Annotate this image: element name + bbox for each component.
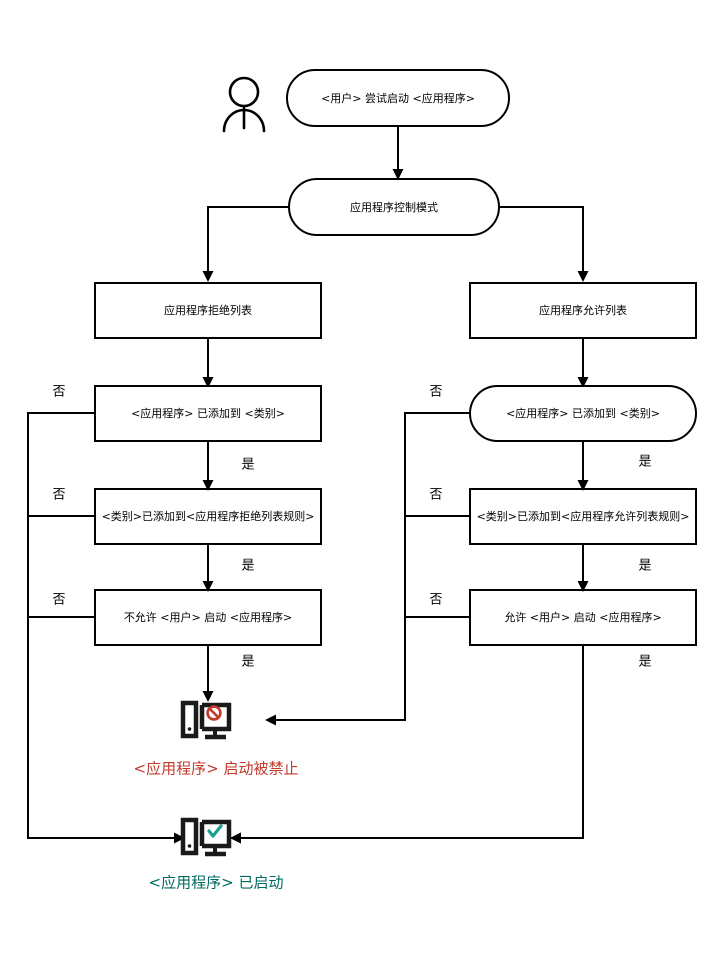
node-deny-category-label: <应用程序> 已添加到 <类别> — [131, 406, 285, 420]
node-allow-rule[interactable]: <类别>已添加到<应用程序允许列表规则> — [469, 488, 697, 545]
edge-mode-to-denylist — [202, 206, 289, 282]
node-allow-rule-label: <类别>已添加到<应用程序允许列表规则> — [477, 509, 690, 523]
node-mode[interactable]: 应用程序控制模式 — [288, 178, 500, 236]
node-allowlist-label: 应用程序允许列表 — [539, 303, 627, 317]
node-deny-category[interactable]: <应用程序> 已添加到 <类别> — [94, 385, 322, 442]
node-allow-start[interactable]: 允许 <用户> 启动 <应用程序> — [469, 589, 697, 646]
blocked-outcome-label: <应用程序> 启动被禁止 — [134, 760, 299, 778]
node-start-label: <用户> 尝试启动 <应用程序> — [321, 91, 475, 105]
node-mode-label: 应用程序控制模式 — [350, 200, 438, 214]
started-outcome-label: <应用程序> 已启动 — [149, 874, 284, 892]
edge-label-left-yes-rule: 是 — [241, 559, 254, 574]
edge-label-left-yes-start: 是 — [241, 655, 254, 670]
node-denylist-label: 应用程序拒绝列表 — [164, 303, 252, 317]
edge-deny-category-yes — [202, 441, 214, 491]
edge-allow-category-yes — [577, 441, 589, 491]
edge-start-to-mode — [392, 126, 404, 180]
edge-label-left-yes-category: 是 — [241, 458, 254, 473]
edge-allow-rule-yes — [577, 544, 589, 592]
node-deny-start[interactable]: 不允许 <用户> 启动 <应用程序> — [94, 589, 322, 646]
node-deny-rule[interactable]: <类别>已添加到<应用程序拒绝列表规则> — [94, 488, 322, 545]
edge-label-right-no-rule: 否 — [429, 488, 442, 503]
monitor-allowed-icon — [180, 817, 232, 857]
edge-right-no-branches — [265, 412, 470, 726]
edge-label-right-no-start: 否 — [429, 593, 442, 608]
edge-label-left-no-category: 否 — [52, 385, 65, 400]
edge-allow-start-yes — [230, 645, 584, 844]
monitor-blocked-icon — [180, 700, 232, 740]
person-icon — [222, 76, 266, 133]
node-deny-rule-label: <类别>已添加到<应用程序拒绝列表规则> — [102, 509, 315, 523]
edge-left-no-branches — [27, 412, 185, 844]
edge-label-right-yes-category: 是 — [638, 455, 651, 470]
node-allow-category-label: <应用程序> 已添加到 <类别> — [506, 406, 660, 420]
edge-denylist-to-deny-category — [202, 338, 214, 388]
node-denylist[interactable]: 应用程序拒绝列表 — [94, 282, 322, 339]
edge-mode-to-allowlist — [499, 206, 589, 282]
node-allow-category[interactable]: <应用程序> 已添加到 <类别> — [469, 385, 697, 442]
edge-deny-start-yes — [202, 645, 214, 702]
edge-label-right-yes-rule: 是 — [638, 559, 651, 574]
edge-label-left-no-start: 否 — [52, 593, 65, 608]
node-start[interactable]: <用户> 尝试启动 <应用程序> — [286, 69, 510, 127]
edge-deny-rule-yes — [202, 544, 214, 592]
edge-label-right-yes-start: 是 — [638, 655, 651, 670]
node-deny-start-label: 不允许 <用户> 启动 <应用程序> — [124, 610, 292, 624]
node-allowlist[interactable]: 应用程序允许列表 — [469, 282, 697, 339]
edge-label-left-no-rule: 否 — [52, 488, 65, 503]
node-allow-start-label: 允许 <用户> 启动 <应用程序> — [504, 610, 661, 624]
edge-allowlist-to-allow-category — [577, 338, 589, 388]
edge-right-to-started — [230, 832, 583, 844]
edge-label-right-no-category: 否 — [429, 385, 442, 400]
